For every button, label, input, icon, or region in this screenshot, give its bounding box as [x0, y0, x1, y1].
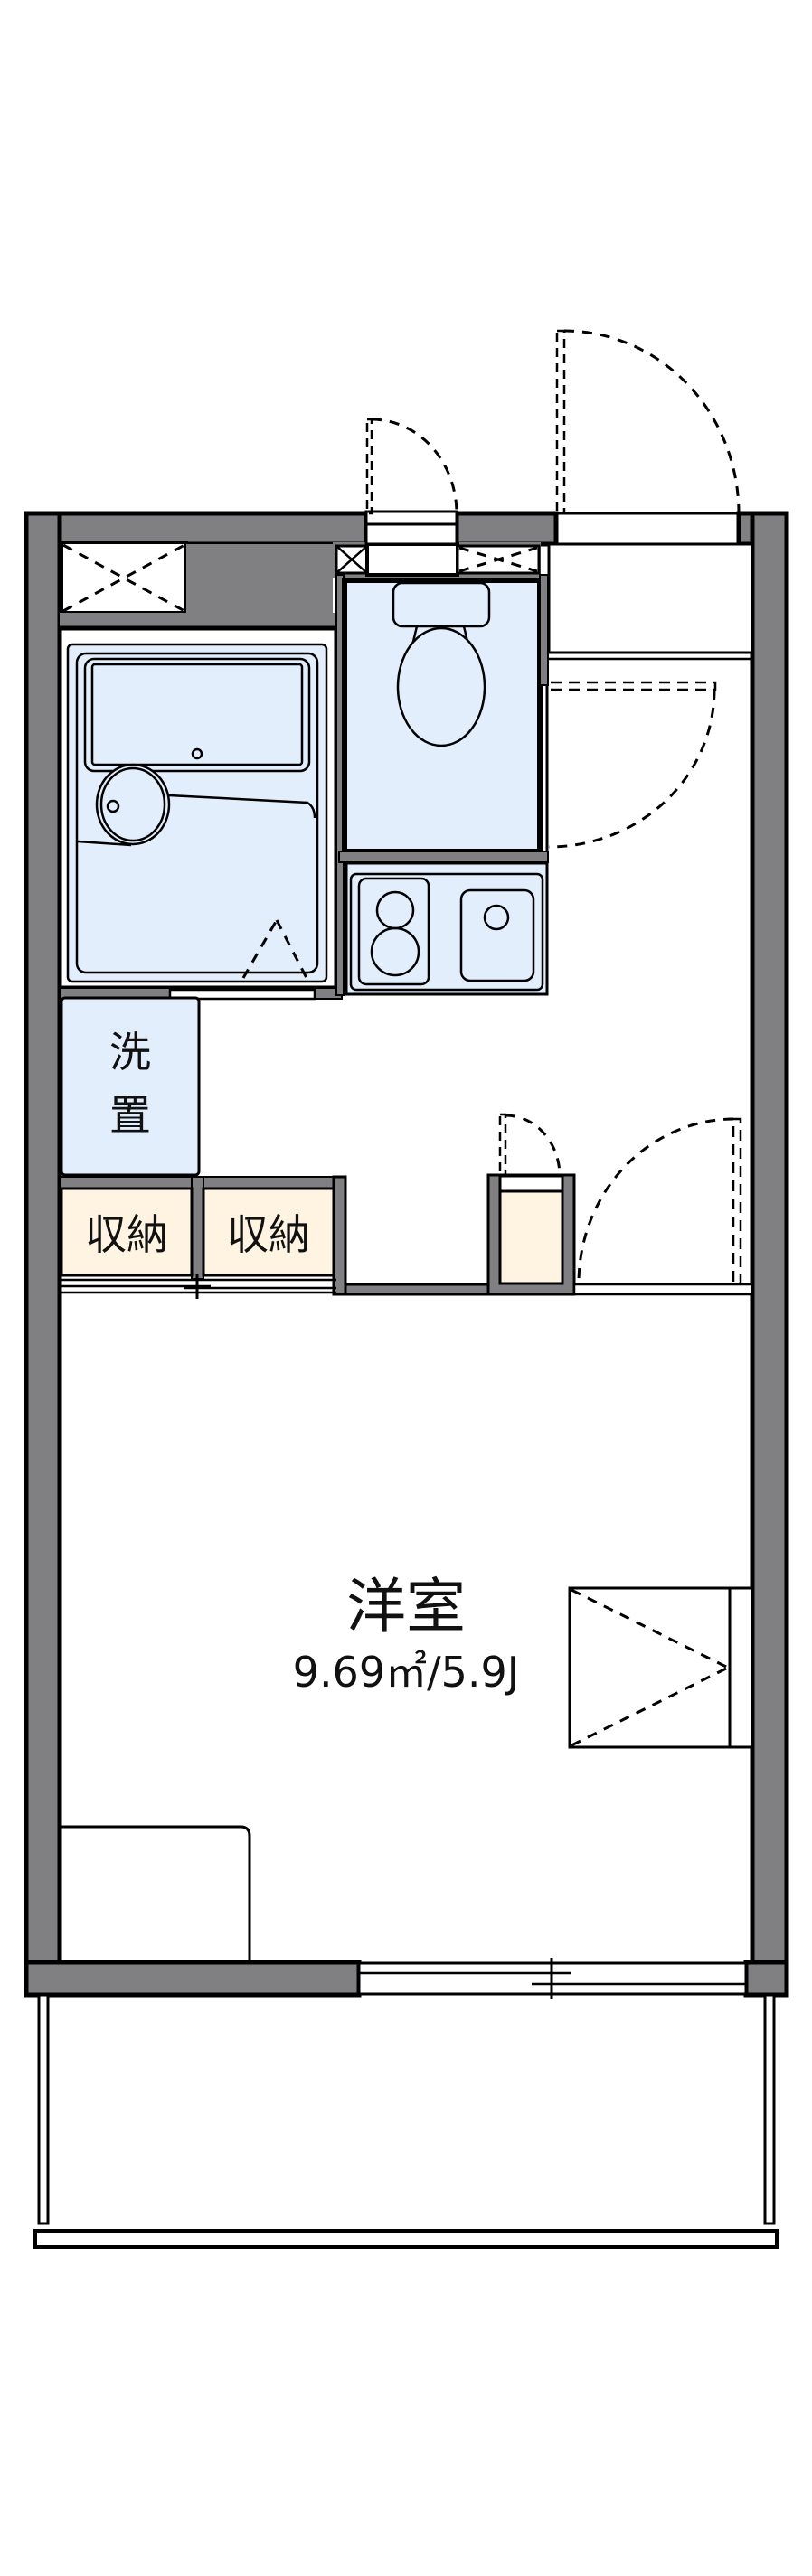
toilet-room — [338, 574, 549, 863]
top-wall-left — [24, 511, 369, 547]
bottom-wall-right — [743, 1960, 789, 1998]
tub-drain-icon — [191, 747, 203, 760]
balcony-window[interactable] — [357, 1958, 748, 1999]
bottom-wall-left — [24, 1960, 362, 1998]
basin-icon — [95, 763, 171, 846]
western-room: 洋室 9.69㎡/5.9J — [293, 1572, 520, 1697]
stove — [357, 877, 430, 986]
toilet-tank-icon — [392, 581, 491, 628]
desk — [60, 1825, 251, 1962]
entrance-door[interactable] — [553, 329, 741, 546]
kitchen-sink — [459, 888, 535, 982]
toilet-bowl-icon — [396, 626, 486, 747]
furniture-closet — [568, 1586, 754, 1749]
kitchen-counter — [345, 861, 549, 996]
left-wall — [24, 511, 62, 1998]
unit-bath — [57, 625, 339, 991]
burner-icon — [370, 926, 420, 977]
washer-label-2: 置 — [109, 1091, 151, 1140]
room-area: 9.69㎡/5.9J — [293, 1648, 520, 1697]
balcony-rail-right — [763, 1993, 776, 2225]
storage-2 — [202, 1187, 335, 1277]
room-door[interactable] — [572, 1117, 754, 1296]
storage-2-label: 収納 — [227, 1210, 310, 1259]
balcony — [33, 1993, 779, 2249]
outer-walls — [24, 511, 789, 1998]
room-name: 洋室 — [346, 1572, 466, 1641]
storage-units: 収納 収納 — [59, 1175, 501, 1299]
toilet-door[interactable] — [545, 681, 717, 851]
storage-1 — [60, 1187, 194, 1277]
entrance-hall — [547, 542, 754, 661]
small-closet — [486, 1173, 576, 1296]
washer-space: 洗 置 — [60, 996, 201, 1177]
closet-door[interactable] — [498, 1113, 562, 1178]
sink-drain-icon — [483, 904, 510, 931]
top-wall-middle — [454, 511, 559, 547]
meter-box — [333, 542, 541, 578]
upper-storage — [60, 541, 336, 628]
meter-box-door[interactable] — [364, 418, 458, 546]
storage-1-label: 収納 — [85, 1210, 168, 1259]
balcony-handrail — [33, 2229, 779, 2249]
balcony-rail-left — [37, 1993, 50, 2225]
washer-label-1: 洗 — [109, 1028, 151, 1076]
right-wall — [750, 511, 789, 1998]
